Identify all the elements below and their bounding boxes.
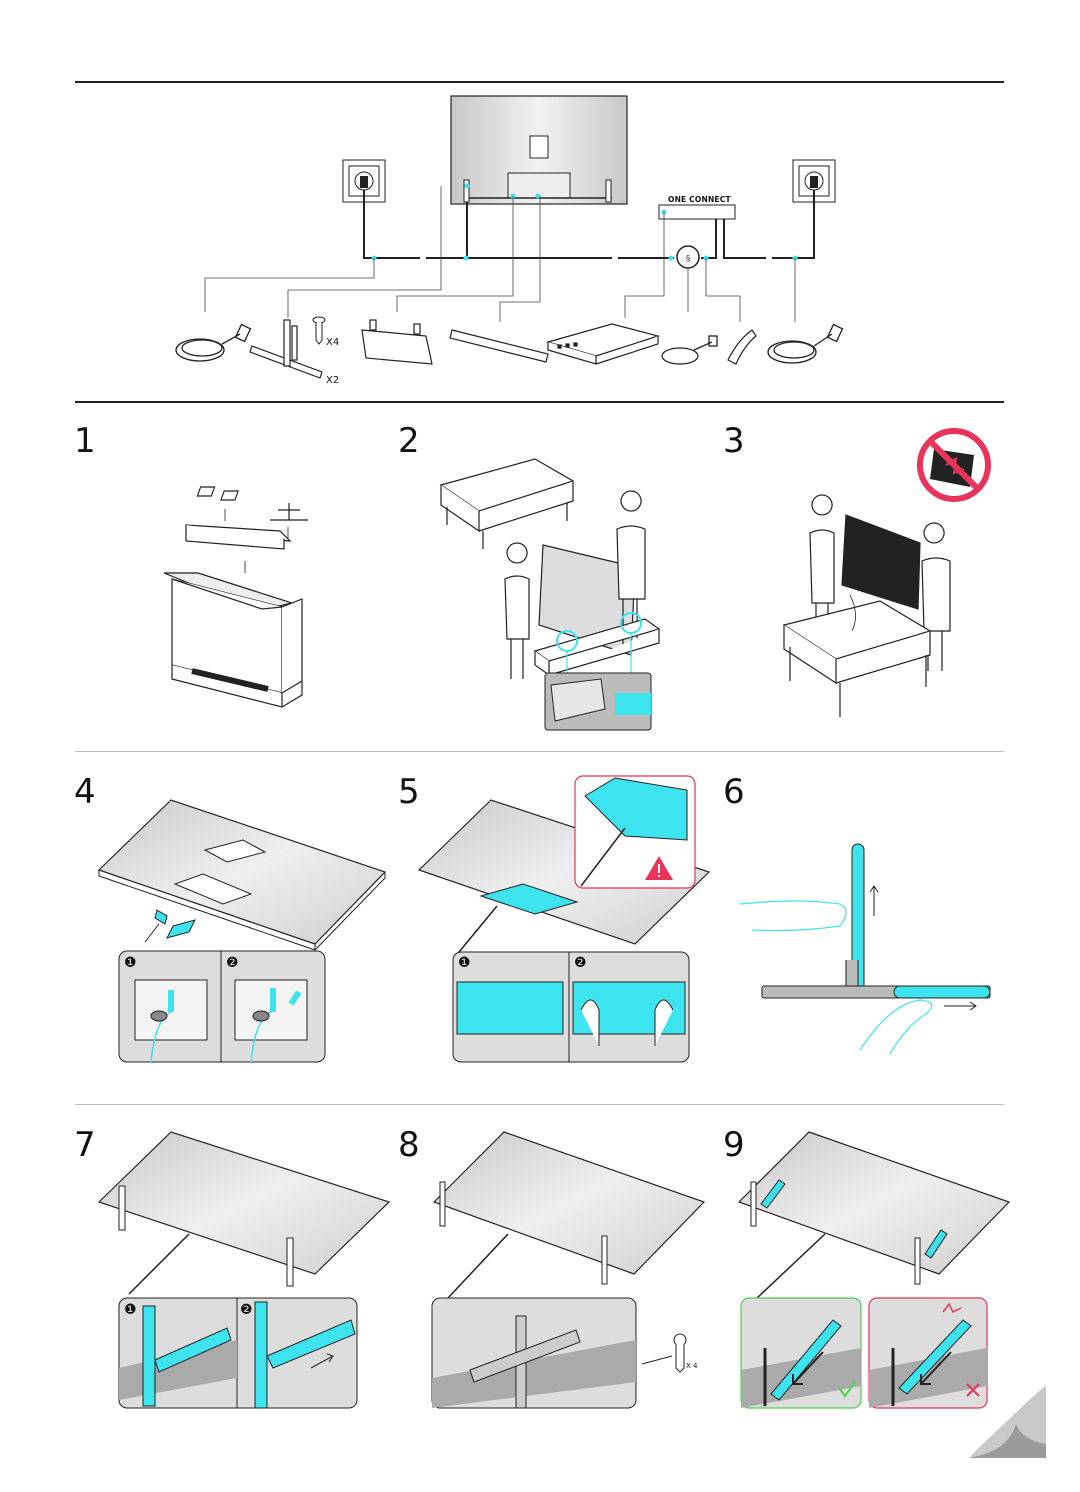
step-7-number: 7: [74, 1125, 96, 1165]
warning-triangle-icon: [645, 856, 673, 880]
step-1-illustration: [163, 486, 308, 708]
power-cable-left-icon: [175, 323, 252, 362]
row2-divider: [75, 1104, 1004, 1105]
step-2-illustration: [439, 458, 661, 731]
step-3-number: 3: [723, 421, 745, 461]
overview-diagram: §: [175, 95, 844, 379]
step-5-sub-2: ❷: [574, 955, 587, 971]
stand-leg-icon: [249, 319, 323, 379]
svg-text:§: §: [686, 254, 690, 263]
step-4-number: 4: [74, 772, 96, 812]
screw-icon: [312, 316, 326, 345]
one-connect-cable-icon: [661, 335, 718, 365]
step-8-illustration: [431, 1131, 706, 1409]
step-4-sub-2: ❷: [226, 955, 239, 971]
one-connect-box: [658, 204, 736, 220]
step-8-number: 8: [398, 1125, 420, 1165]
step-1-number: 1: [74, 421, 96, 461]
one-connect-label: ONE CONNECT: [668, 195, 731, 204]
step-4-sub-1: ❶: [124, 955, 137, 971]
step-8-screw-quantity: X 4: [686, 1362, 698, 1370]
checkmark-icon: [838, 1381, 856, 1398]
page-curl-icon: [967, 1383, 1047, 1459]
step-2-number: 2: [398, 421, 420, 461]
step-5-sub-1: ❶: [458, 955, 471, 971]
cable-holder-icon: [727, 329, 757, 365]
step-7-illustration: [97, 1131, 391, 1409]
step-5-illustration: [417, 775, 711, 1063]
step-6-number: 6: [723, 772, 745, 812]
step-5-number: 5: [398, 772, 420, 812]
step-6-illustration: [739, 843, 991, 1055]
step-9-illustration: [737, 1131, 1011, 1409]
leg-quantity: X2: [326, 375, 340, 386]
step-3-illustration: [782, 428, 991, 717]
screw-large-icon: [673, 1333, 687, 1373]
cross-icon: [966, 1383, 980, 1397]
top-rule: [75, 81, 1004, 83]
power-cable-right-icon: [767, 323, 844, 364]
step-4-illustration: [97, 799, 387, 1063]
step-9-number: 9: [723, 1125, 745, 1165]
step-7-sub-1: ❶: [124, 1302, 137, 1318]
cable-guide-bar-icon: [449, 329, 549, 363]
one-connect-device-icon: [545, 323, 661, 365]
overview-bottom-rule: [75, 401, 1004, 403]
step-7-sub-2: ❷: [240, 1302, 253, 1318]
cover-panel-icon: [361, 319, 433, 365]
no-touch-screen-icon: [917, 428, 991, 502]
screw-quantity: X4: [326, 337, 340, 348]
row1-divider: [75, 751, 1004, 752]
